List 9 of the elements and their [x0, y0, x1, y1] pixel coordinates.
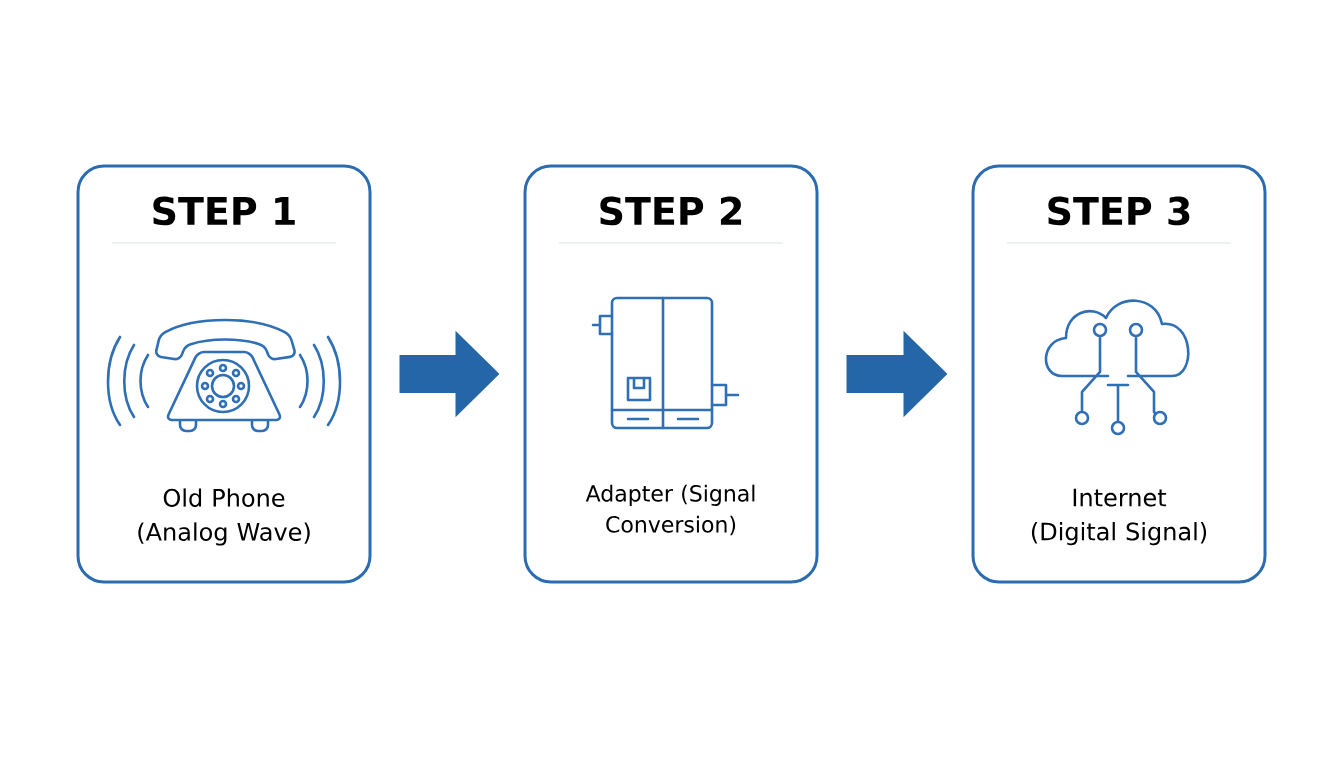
- step-description: Adapter (Signal Conversion): [585, 484, 755, 536]
- step-description: Old Phone (Analog Wave): [138, 488, 310, 546]
- step-card: [971, 164, 1267, 584]
- step-description: Internet (Digital Signal): [1031, 488, 1207, 546]
- step-heading: STEP 2: [600, 196, 742, 226]
- step-card: [523, 164, 819, 584]
- step-heading: STEP 3: [1048, 196, 1190, 226]
- step-heading: STEP 1: [153, 196, 295, 226]
- step-card: [76, 164, 372, 584]
